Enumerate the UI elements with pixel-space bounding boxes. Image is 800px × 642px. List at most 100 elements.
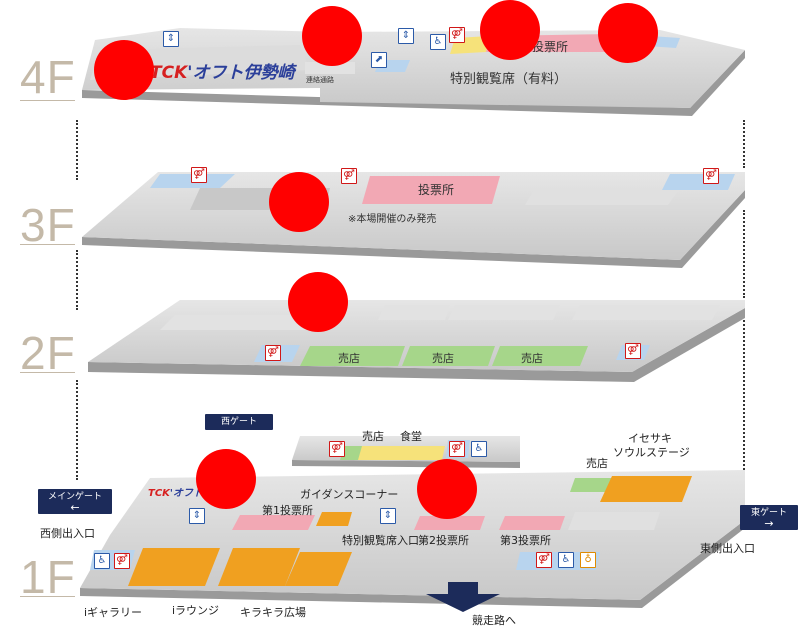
connector-right-2-1 bbox=[743, 320, 745, 470]
gallery-label: iギャラリー bbox=[84, 606, 143, 619]
stage-label-line1: イセサキ bbox=[628, 432, 672, 445]
connector-left-2-1 bbox=[76, 380, 78, 480]
restroom-icon: ⚤ bbox=[191, 167, 207, 183]
wheelchair-icon: ♿ bbox=[471, 441, 487, 457]
restroom-icon: ⚤ bbox=[114, 553, 130, 569]
guidance-label: ガイダンスコーナー bbox=[300, 488, 399, 501]
floor-1-plan bbox=[80, 436, 745, 612]
stage-label-line2: ソウルステージ bbox=[613, 446, 690, 459]
floor-2-room-a bbox=[160, 315, 320, 330]
floor-3-side bbox=[82, 190, 745, 268]
red-marker bbox=[598, 3, 658, 63]
restroom-icon: ⚤ bbox=[449, 27, 465, 43]
restroom-icon: ⚤ bbox=[536, 552, 552, 568]
logo-1f-text: 'オフト bbox=[169, 488, 203, 499]
corridor-area bbox=[305, 62, 355, 74]
floor-3-vote-area bbox=[362, 176, 500, 204]
connector-left-4-3 bbox=[76, 120, 78, 180]
red-marker bbox=[196, 449, 256, 509]
floor-4-seats-label: 特別観覧席（有料） bbox=[450, 72, 568, 87]
floor-2-shop-1-label: 売店 bbox=[338, 352, 360, 365]
red-marker bbox=[480, 0, 540, 60]
floor-2-room-c bbox=[448, 305, 560, 320]
floor-1-room-right bbox=[568, 512, 660, 530]
floor-1-shop-small-label: 売店 bbox=[362, 430, 384, 443]
vote-3-label: 第3投票所 bbox=[500, 534, 551, 547]
floor-1-gallery-area bbox=[128, 548, 220, 586]
floor-2-room-d bbox=[572, 305, 720, 320]
floor-3-note: ※本場開催のみ発売 bbox=[348, 214, 437, 225]
floor-1-vote-3-area bbox=[499, 516, 565, 530]
logo-1f-tck: TCK bbox=[148, 488, 170, 499]
main-gate-sign: メインゲート ← bbox=[38, 489, 112, 514]
connector-right-4-3 bbox=[743, 120, 745, 168]
floor-1-lounge-area bbox=[218, 548, 300, 586]
floor-rule-2f bbox=[20, 372, 75, 373]
east-gate-label: 東ゲート bbox=[750, 508, 787, 518]
wheelchair-icon: ♿ bbox=[558, 552, 574, 568]
floor-2-shop-1 bbox=[300, 346, 405, 366]
floor-label-4f: 4F bbox=[20, 51, 76, 103]
east-gate-sign: 東ゲート → bbox=[740, 505, 798, 530]
elevator-icon: ⇕ bbox=[189, 508, 205, 524]
floor-1-guidance-area bbox=[316, 512, 352, 526]
red-marker bbox=[288, 272, 348, 332]
floor-1-dining-label: 食堂 bbox=[400, 430, 422, 443]
floor-4-plan bbox=[82, 28, 745, 116]
logo-1f: TCK'オフト bbox=[148, 484, 203, 499]
corridor-label: 連絡通路 bbox=[306, 76, 334, 84]
floor-label-1f: 1F bbox=[20, 551, 76, 603]
wheelchair-icon: ♿ bbox=[94, 553, 110, 569]
floor-3-vote-label: 投票所 bbox=[418, 183, 455, 197]
logo-4f: TCK'オフト伊勢崎 bbox=[150, 58, 294, 83]
floor-3-right-room bbox=[525, 188, 680, 205]
floor-2-shop-3 bbox=[492, 346, 588, 366]
elevator-icon: ⇕ bbox=[398, 28, 414, 44]
floor-label-3f: 3F bbox=[20, 199, 76, 251]
restroom-icon: ⚤ bbox=[449, 441, 465, 457]
escalator-icon: ⬈ bbox=[371, 52, 387, 68]
east-gate-arrow-icon: → bbox=[764, 517, 774, 530]
lounge-label: iラウンジ bbox=[172, 604, 220, 617]
floor-label-2f: 2F bbox=[20, 327, 76, 379]
vote-2-label: 第2投票所 bbox=[418, 534, 469, 547]
floor-1-shop-small bbox=[340, 446, 362, 460]
east-entrance-label: 東側出入口 bbox=[700, 542, 755, 555]
floor-rule-4f bbox=[20, 100, 75, 101]
floor-1-shop-right bbox=[570, 478, 612, 492]
floor-1-stage-area bbox=[600, 476, 692, 502]
floor-2-room-b bbox=[378, 305, 450, 320]
west-gate-sign: 西ゲート bbox=[205, 414, 273, 430]
floor-4-side bbox=[82, 50, 745, 116]
seats-entrance-label: 特別観覧席入口 bbox=[342, 534, 419, 547]
floor-2-shop-2-label: 売店 bbox=[432, 352, 454, 365]
floor-2-shop-3-label: 売店 bbox=[521, 352, 543, 365]
connector-right-3-2 bbox=[743, 210, 745, 298]
floor-1-plaza-area bbox=[285, 552, 352, 586]
elevator-icon: ⇕ bbox=[163, 31, 179, 47]
red-marker bbox=[269, 172, 329, 232]
vote-1-label: 第1投票所 bbox=[262, 504, 313, 517]
wheelchair-icon: ♿ bbox=[430, 34, 446, 50]
plaza-label: キラキラ広場 bbox=[240, 606, 306, 619]
floor-rule-3f bbox=[20, 244, 75, 245]
connector-left-3-2 bbox=[76, 250, 78, 310]
restroom-icon: ⚤ bbox=[703, 168, 719, 184]
floor-1-vote-1-area bbox=[232, 515, 315, 530]
main-gate-arrow-icon: ← bbox=[70, 501, 80, 514]
elevator-icon: ⇕ bbox=[380, 508, 396, 524]
baby-room-icon: ♁ bbox=[580, 552, 596, 568]
restroom-icon: ⚤ bbox=[625, 343, 641, 359]
main-gate-label: メインゲート bbox=[47, 492, 102, 502]
restroom-icon: ⚤ bbox=[329, 441, 345, 457]
red-marker bbox=[302, 6, 362, 66]
to-track-label: 競走路へ bbox=[472, 614, 516, 627]
logo-4f-text: 'オフト伊勢崎 bbox=[187, 63, 295, 83]
red-marker bbox=[417, 459, 477, 519]
to-track-arrow bbox=[426, 582, 500, 612]
floor-1-dining-area bbox=[346, 446, 445, 460]
floor-3-right-blue bbox=[662, 174, 735, 190]
floor-rule-1f bbox=[20, 596, 75, 597]
red-marker bbox=[94, 40, 154, 100]
